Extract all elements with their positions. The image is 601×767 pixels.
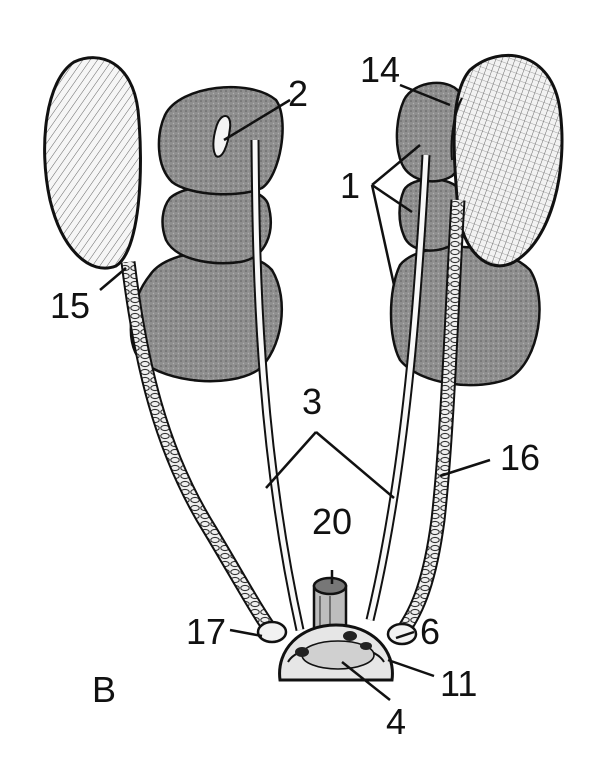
label-3: 3 [302, 381, 323, 422]
left-kidney [129, 85, 284, 383]
label-15: 15 [50, 285, 91, 326]
basal-glands [256, 620, 418, 646]
cloaca [278, 623, 394, 682]
label-14: 14 [360, 49, 401, 90]
label-2: 2 [288, 73, 309, 114]
ureters [250, 139, 431, 631]
label-1: 1 [340, 165, 361, 206]
label-17: 17 [186, 611, 227, 652]
left-testis [43, 56, 142, 270]
label-20: 20 [312, 501, 353, 542]
right-testis [450, 53, 564, 268]
label-11: 11 [440, 663, 478, 704]
vas-deferens [120, 199, 466, 637]
leader-lines [99, 83, 491, 701]
panel-letter: B [92, 669, 117, 710]
label-16: 16 [500, 437, 541, 478]
label-4: 4 [386, 701, 407, 742]
label-6: 6 [420, 611, 441, 652]
